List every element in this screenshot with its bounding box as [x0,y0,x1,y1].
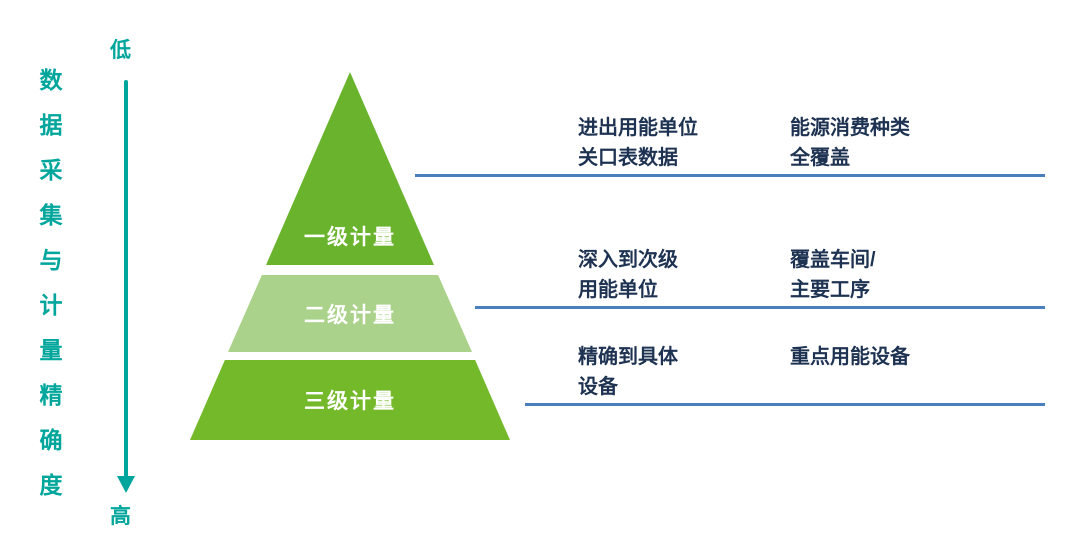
arrow-down-icon [117,476,135,493]
annotation-row-1-right-text: 能源消费种类 全覆盖 [790,117,910,169]
annotation-row-1-left-text: 进出用能单位 关口表数据 [578,117,698,169]
annotation-row-2-right-text: 覆盖车间/ 主要工序 [790,249,876,301]
pyramid-level-1-label: 一级计量 [304,226,396,249]
annotation-row-2-left-text: 深入到次级 用能单位 [578,249,678,301]
accuracy-axis-label: 数据采集与计量精确度 [39,67,63,498]
axis-high-label: 高 [110,505,131,528]
annotation-row-1-divider [415,174,1045,177]
annotation-row-3-right-text: 重点用能设备 [790,346,910,368]
pyramid-level-3: 三级计量 [190,360,510,440]
pyramid-level-3-label: 三级计量 [304,390,396,413]
pyramid-level-1: 一级计量 [266,72,434,265]
pyramid-level-2: 二级计量 [228,275,472,352]
pyramid-level-2-label: 二级计量 [304,303,396,327]
annotation-row-3-divider [525,403,1045,406]
axis-low-label: 低 [110,39,131,62]
annotation-row-2-divider [475,306,1045,309]
axis-arrow-line [124,80,128,478]
annotation-row-3-left-text: 精确到具体 设备 [578,346,678,398]
